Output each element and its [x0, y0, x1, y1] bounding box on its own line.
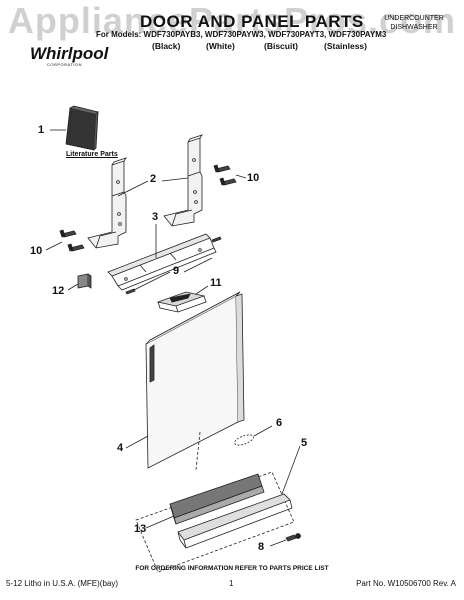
page-number: 1: [229, 579, 234, 588]
callout-1: 1: [38, 124, 45, 136]
callout-2: 2: [150, 173, 157, 185]
literature-booklet: [65, 105, 99, 151]
callout-4: 4: [117, 442, 124, 454]
literature-parts-label: Literature Parts: [66, 151, 118, 158]
callout-11: 11: [210, 277, 222, 289]
leader-line-9a: [133, 271, 171, 291]
color-white: (White): [206, 41, 235, 51]
leader-line-2a: [117, 180, 149, 197]
door-bracket-rail: [107, 233, 222, 295]
trim-screw: [285, 533, 301, 542]
brand-logo: Whirlpool: [30, 44, 109, 63]
screws-left: [59, 229, 85, 252]
leader-line-6: [253, 425, 273, 437]
callout-6: 6: [276, 417, 283, 429]
callout-13: 13: [134, 523, 147, 535]
litho-info: 5-12 Litho in U.S.A. (MFE)(bay): [6, 579, 119, 588]
leader-line-10-right: [235, 174, 247, 179]
door-trim-strip: [177, 493, 293, 549]
callout-10-right: 10: [247, 172, 260, 184]
callout-8: 8: [258, 541, 265, 553]
callout-10-left: 10: [30, 245, 43, 257]
page-title: DOOR AND PANEL PARTS: [140, 12, 364, 31]
color-biscuit: (Biscuit): [264, 41, 298, 51]
brand-subtitle: CORPORATION: [47, 62, 82, 67]
callout-12: 12: [52, 285, 65, 297]
leader-line-2b: [161, 177, 189, 182]
panel-insert: [169, 473, 265, 525]
color-stainless: (Stainless): [324, 41, 367, 51]
outer-door-panel: [145, 291, 245, 469]
leader-line-4: [125, 435, 149, 449]
leader-line-12: [67, 283, 79, 291]
right-door-hinge: [163, 134, 203, 227]
door-handle-cap: [156, 291, 207, 313]
watermark: AppliancePartsPros.com: [7, 0, 457, 41]
badge-oval: [234, 434, 254, 446]
leader-line-11: [195, 285, 209, 295]
callout-5: 5: [301, 437, 308, 449]
leader-line-13: [145, 515, 175, 529]
appliance-type: UNDERCOUNTER DISHWASHER: [374, 14, 454, 32]
leader-line-5: [281, 445, 301, 495]
clip-part: [77, 273, 92, 289]
appliance-type-line2: DISHWASHER: [390, 24, 438, 31]
part-number: Part No. W10506700 Rev. A: [356, 579, 456, 588]
callout-9: 9: [173, 265, 180, 277]
callout-3: 3: [152, 211, 159, 223]
leader-line-9b: [183, 257, 213, 273]
models-line: For Models: WDF730PAYB3, WDF730PAYW3, WD…: [96, 30, 387, 39]
ordering-note: FOR ORDERING INFORMATION REFER TO PARTS …: [135, 565, 329, 572]
leader-line-8: [269, 539, 287, 547]
leader-line-10-left: [45, 241, 63, 251]
appliance-type-line1: UNDERCOUNTER: [384, 15, 444, 22]
screws-right: [213, 164, 237, 186]
left-door-hinge: [87, 157, 127, 249]
color-black: (Black): [152, 41, 181, 51]
